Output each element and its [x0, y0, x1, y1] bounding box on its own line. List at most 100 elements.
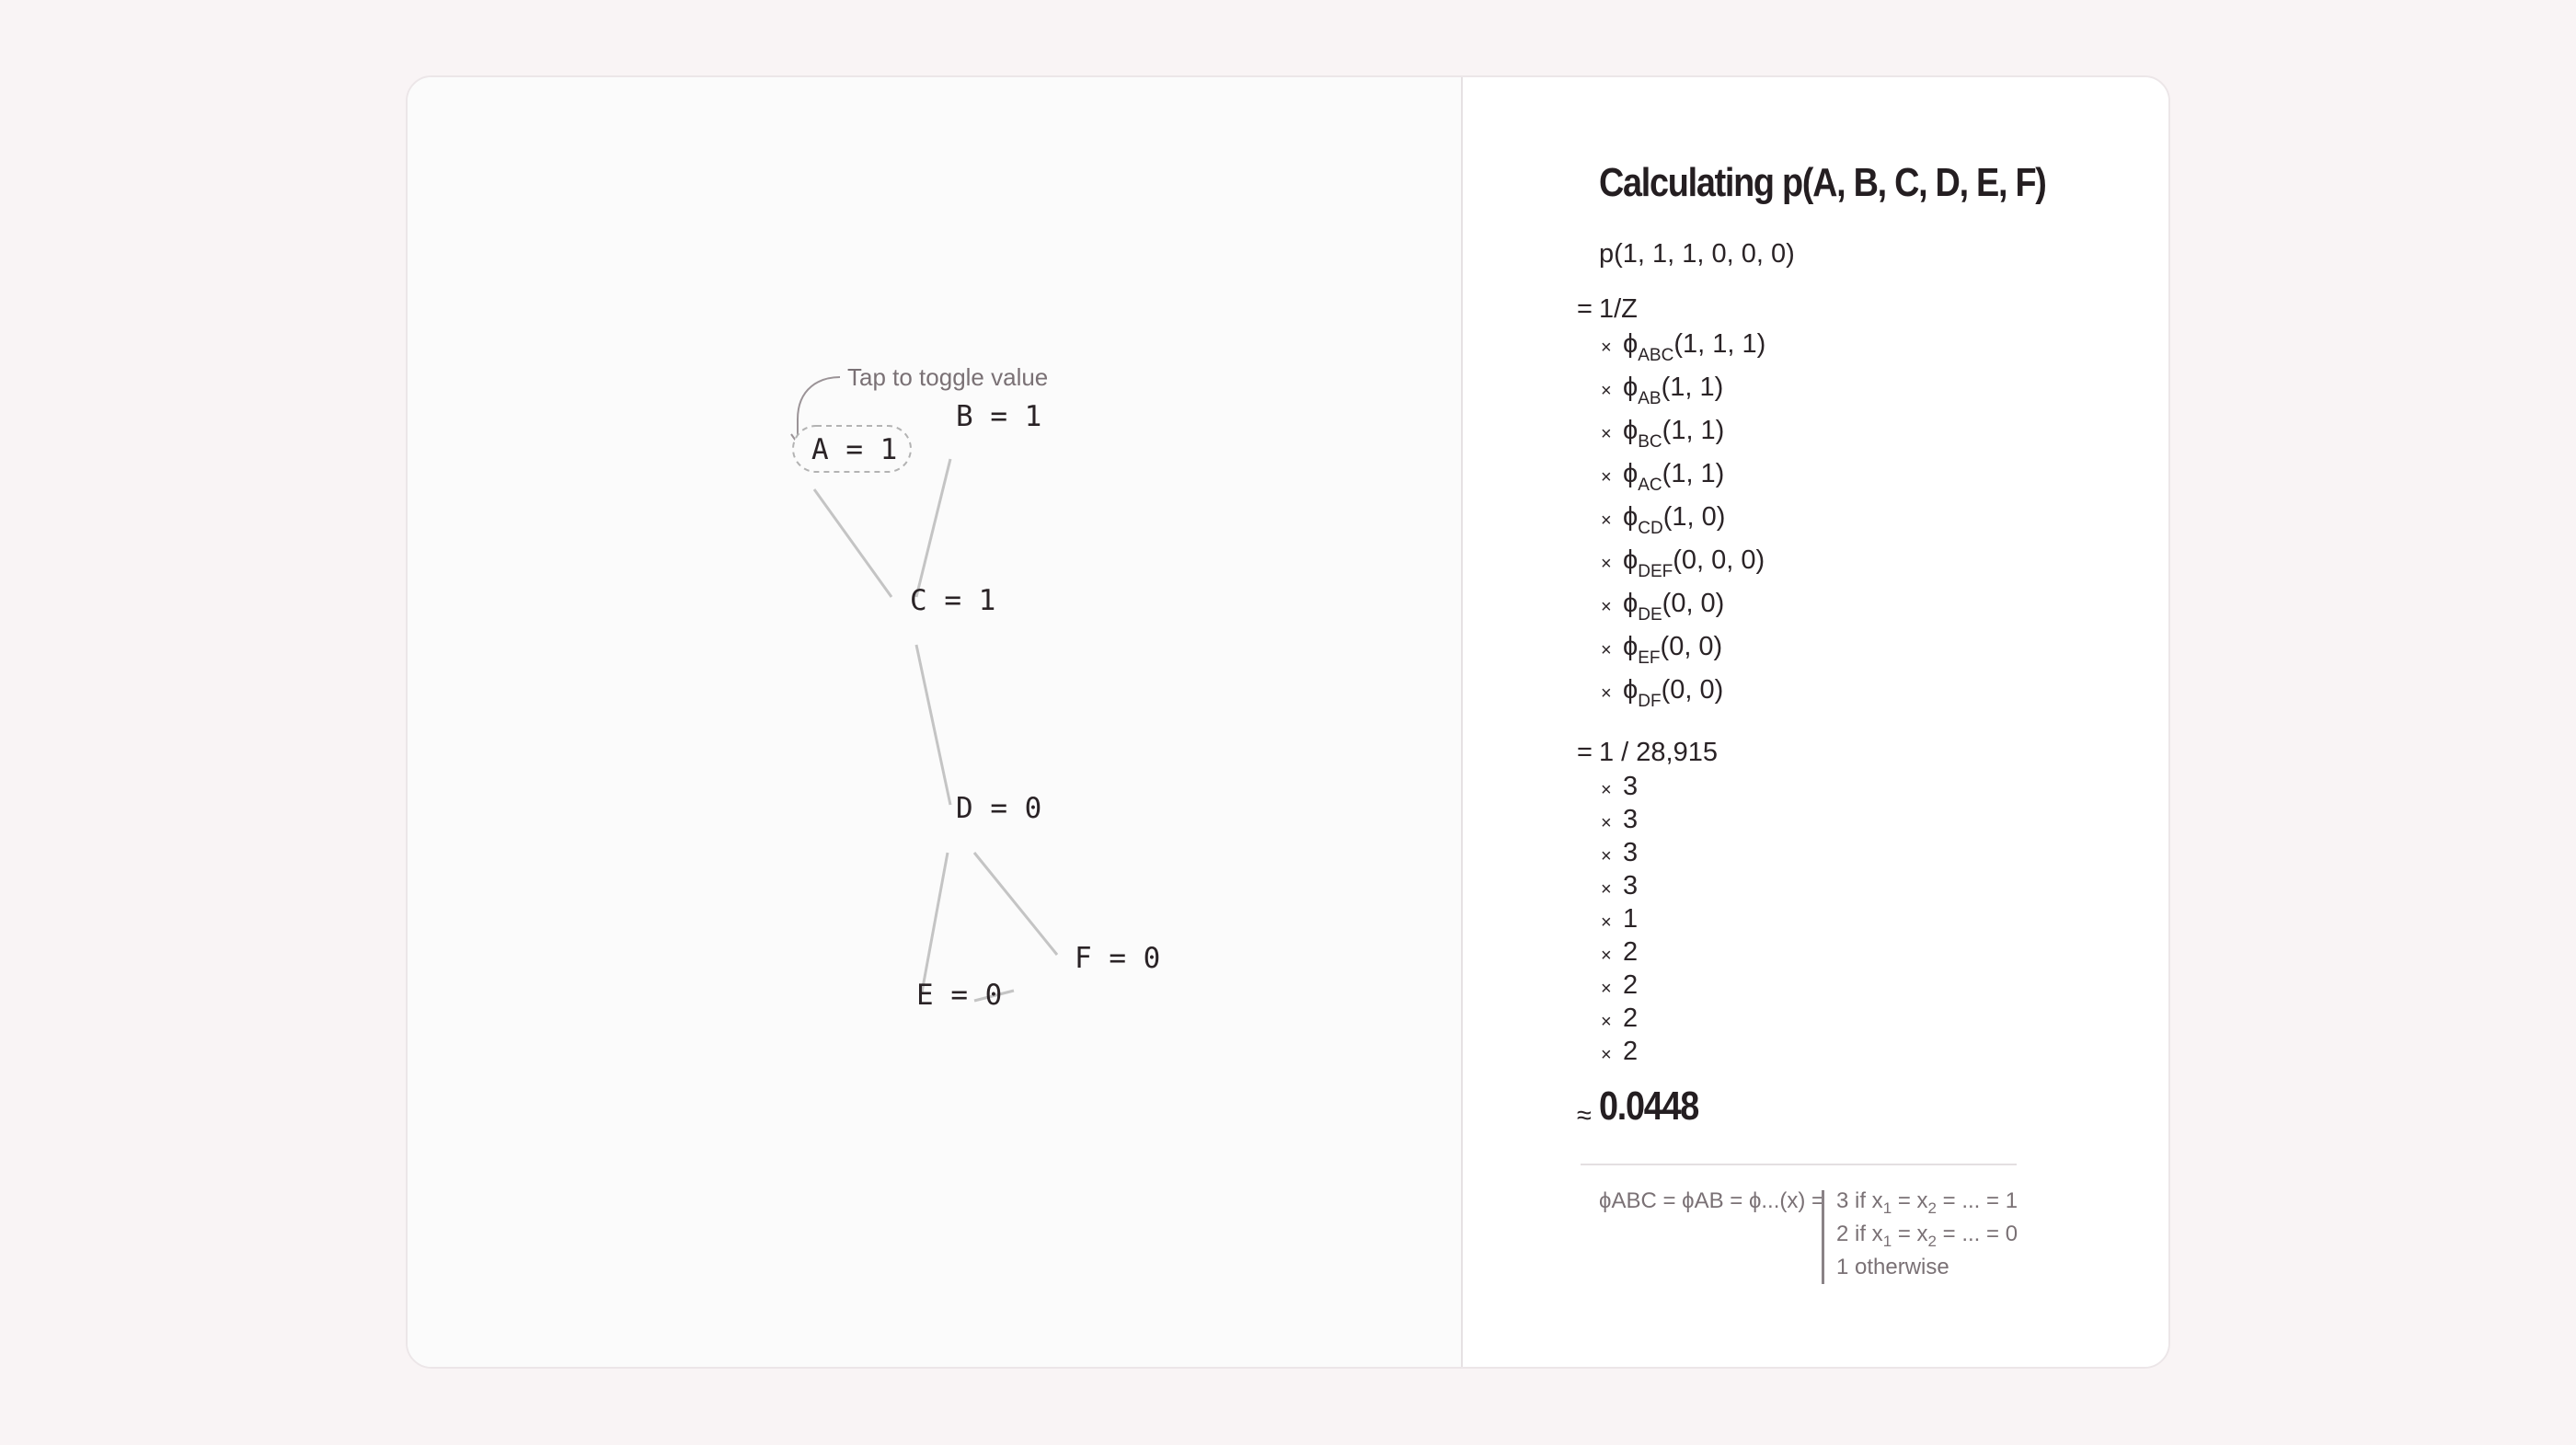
node-label-d: D = 0 [956, 792, 1041, 825]
factor-term-de: ϕDE(0, 0) [1623, 589, 1725, 625]
edge-c-d [914, 644, 952, 806]
phi-symbol: ϕ [1623, 675, 1639, 705]
case-part-mid: = x [1892, 1188, 1928, 1213]
case-part-pre: 2 if x [1836, 1221, 1883, 1246]
factor-term-df: ϕDF(0, 0) [1623, 675, 1724, 711]
normalizer-value: 1 / 28,915 [1599, 738, 1718, 767]
graph-nodes: A = 1 B = 1 C = 1 D = 0 E = 0 F = 0 [792, 400, 1160, 1012]
node-label-f: F = 0 [1075, 942, 1160, 975]
approx-sign: ≈ [1577, 1101, 1592, 1130]
hint-label: Tap to toggle value [847, 363, 1048, 391]
case-part-s2: 2 [1927, 1233, 1937, 1250]
phi-symbol: ϕ [1623, 329, 1639, 359]
node-e[interactable]: E = 0 [916, 979, 1002, 1012]
main-card: Tap to toggle value A = 1 B = 1 C = 1 D = 0… [406, 75, 2170, 1369]
factor-arguments: (1, 1) [1661, 373, 1724, 402]
factor-value: 3 [1623, 805, 1639, 834]
edge-d-e [920, 852, 949, 993]
edge-a-c [812, 488, 893, 598]
calculation-panel: Calculating p(A, B, C, D, E, F) p(1, 1, … [1463, 77, 2168, 1367]
normalizer-term: 1/Z [1599, 294, 1638, 324]
times-symbol: × [1601, 979, 1612, 999]
factor-term-ac: ϕAC(1, 1) [1623, 459, 1725, 495]
case-part-s1: 1 [1882, 1233, 1892, 1250]
node-a-highlight [792, 425, 912, 473]
probability-result: 0.0448 [1599, 1084, 1699, 1129]
factor-subscript: EF [1638, 648, 1661, 668]
node-f[interactable]: F = 0 [1075, 942, 1160, 975]
node-label-a: A = 1 [811, 433, 897, 466]
graph-panel: Tap to toggle value A = 1 B = 1 C = 1 D = 0… [408, 77, 1463, 1367]
case-part-pre: 3 if x [1836, 1188, 1883, 1213]
factor-arguments: (0, 0, 0) [1673, 545, 1765, 575]
node-label-e: E = 0 [916, 979, 1002, 1012]
toggle-hint: Tap to toggle value [790, 363, 1048, 445]
factor-value: 2 [1623, 937, 1639, 967]
factor-subscript: BC [1638, 432, 1662, 452]
divider [1581, 1164, 2017, 1165]
factor-arguments: (1, 0) [1662, 502, 1726, 532]
hint-arrow [797, 376, 841, 442]
node-d[interactable]: D = 0 [956, 792, 1041, 825]
node-c[interactable]: C = 1 [910, 584, 995, 617]
factor-subscript: AB [1638, 389, 1662, 408]
factor-subscript: ABC [1638, 346, 1674, 365]
phi-symbol: ϕ [1623, 545, 1639, 575]
factor-value: 3 [1623, 871, 1639, 900]
factor-term-bc: ϕBC(1, 1) [1623, 416, 1725, 452]
node-a[interactable]: A = 1 [792, 425, 912, 473]
graph-edges [812, 442, 1059, 1003]
factor-subscript: DE [1638, 605, 1662, 625]
times-symbol: × [1601, 1012, 1612, 1032]
factor-definition-label: ϕABC = ϕAB = ϕ...(x) = [1599, 1190, 1824, 1212]
phi-symbol: ϕ [1623, 589, 1639, 618]
factor-arguments: (1, 1) [1662, 459, 1725, 488]
factor-arguments: (1, 1) [1662, 416, 1725, 445]
factor-case-2: 2 if x1 = x2 = ... = 0 [1836, 1221, 2018, 1250]
factor-term-def: ϕDEF(0, 0, 0) [1623, 545, 1765, 581]
phi-symbol: ϕ [1623, 502, 1639, 532]
times-symbol: × [1601, 338, 1612, 358]
times-symbol: × [1601, 813, 1612, 833]
times-symbol: × [1601, 640, 1612, 660]
times-symbol: × [1601, 946, 1612, 966]
node-b[interactable]: B = 1 [956, 400, 1041, 433]
times-symbol: × [1601, 424, 1612, 444]
case-part-s2: 2 [1927, 1199, 1937, 1217]
factor-term-cd: ϕCD(1, 0) [1623, 502, 1726, 538]
case-part-pre: 1 otherwise [1836, 1255, 1949, 1279]
case-part-s1: 1 [1882, 1199, 1892, 1217]
edge-e-f [973, 989, 1015, 1003]
calc-title: Calculating p(A, B, C, D, E, F) [1599, 160, 2047, 205]
factor-subscript: DEF [1638, 562, 1673, 581]
factor-subscript: CD [1638, 519, 1663, 538]
markov-network-graph: Tap to toggle value A = 1 B = 1 C = 1 D = 0… [790, 363, 1160, 1012]
cases-bracket [1822, 1190, 1824, 1284]
factor-arguments: (0, 0) [1661, 675, 1724, 705]
factor-subscript: AC [1638, 476, 1662, 495]
equals-sign-1: = [1577, 294, 1593, 324]
times-symbol: × [1601, 381, 1612, 401]
case-part-mid: = x [1892, 1221, 1928, 1246]
factor-value: 3 [1623, 772, 1639, 801]
factor-value: 2 [1623, 1037, 1639, 1066]
phi-symbol: ϕ [1623, 416, 1639, 445]
factor-value: 3 [1623, 838, 1639, 867]
phi-symbol: ϕ [1623, 459, 1639, 488]
times-symbol: × [1601, 510, 1612, 531]
phi-symbol: ϕ [1623, 632, 1639, 661]
case-part-post: = ... = 0 [1936, 1221, 2018, 1246]
factor-subscript: DF [1638, 692, 1662, 711]
factor-arguments: (0, 0) [1662, 589, 1725, 618]
node-label-b: B = 1 [956, 400, 1041, 433]
edge-d-f [972, 852, 1059, 956]
times-symbol: × [1601, 912, 1612, 933]
node-label-c: C = 1 [910, 584, 995, 617]
factor-case-3: 1 otherwise [1836, 1256, 1949, 1279]
factor-term-ab: ϕAB(1, 1) [1623, 373, 1724, 408]
edge-b-c [914, 458, 952, 598]
times-symbol: × [1601, 1045, 1612, 1065]
times-symbol: × [1601, 554, 1612, 574]
factor-term-abc: ϕABC(1, 1, 1) [1623, 329, 1765, 365]
times-symbol: × [1601, 467, 1612, 487]
